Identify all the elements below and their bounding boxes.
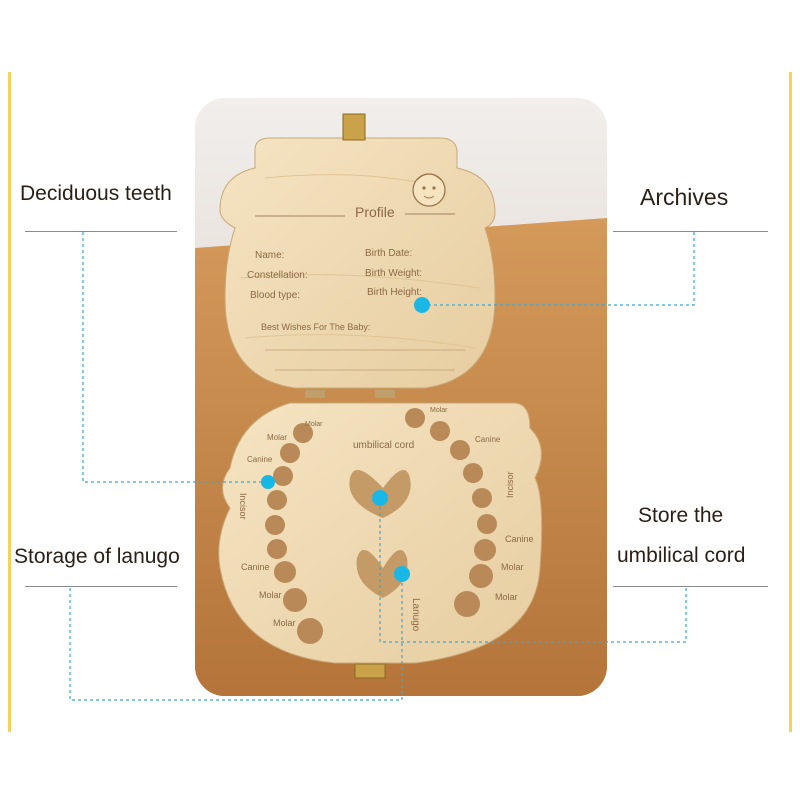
tray-molar-right-bottom-label: Molar	[495, 592, 518, 602]
lid-birth-height-label: Birth Height:	[367, 287, 422, 298]
callout-store-cord-1: Store the	[638, 504, 724, 527]
hinge-icon	[305, 390, 325, 398]
tray-molar-top-right-label: Molar	[430, 407, 448, 414]
tray-molar-left-bottom-label: Molar	[259, 590, 282, 600]
rule-archives	[613, 231, 768, 232]
callout-storage-lanugo: Storage of lanugo	[14, 545, 180, 568]
lid-name-label: Name:	[255, 250, 284, 261]
tray-molar-top-left-label: Molar	[305, 421, 323, 428]
left-edge-bar	[8, 72, 11, 732]
lid-best-wishes-label: Best Wishes For The Baby:	[261, 322, 370, 332]
tray-umbilical-label: umbilical cord	[353, 440, 414, 451]
rule-storage-lanugo	[25, 586, 177, 587]
lid-blood-type-label: Blood type:	[250, 290, 300, 301]
clasp-icon	[342, 113, 366, 141]
tray-canine-right-mid-label: Canine	[505, 534, 534, 544]
lid-birth-weight-label: Birth Weight:	[365, 268, 422, 279]
tray-canine-right-top-label: Canine	[475, 435, 501, 444]
baby-face-icon	[412, 173, 446, 207]
wooden-box-illustration: Profile Name: Birth Date: Constellation:…	[195, 113, 607, 696]
tray-lanugo-label: Lanugo	[410, 598, 421, 632]
lid-birth-date-label: Birth Date:	[365, 248, 412, 259]
tray-molar-right-mid-label: Molar	[501, 562, 524, 572]
callout-deciduous-teeth: Deciduous teeth	[20, 182, 172, 205]
lid-title: Profile	[355, 204, 395, 220]
right-edge-bar	[789, 72, 792, 732]
callout-store-cord-2: umbilical cord	[617, 544, 746, 567]
rule-deciduous-teeth	[25, 231, 177, 232]
lid-constellation-label: Constellation:	[247, 270, 308, 281]
rule-store-cord	[613, 586, 768, 587]
product-photo: Profile Name: Birth Date: Constellation:…	[195, 98, 607, 696]
tray-molar-left-2-label: Molar	[267, 433, 287, 442]
tray-molar-left-last-label: Molar	[273, 618, 296, 628]
tray-canine-left-top-label: Canine	[247, 455, 273, 464]
callout-archives: Archives	[640, 184, 729, 210]
tray-incisor-right-label: Incisor	[505, 471, 515, 498]
tray-incisor-left-label: Incisor	[238, 493, 248, 520]
tray-canine-left-bottom-label: Canine	[241, 562, 270, 572]
